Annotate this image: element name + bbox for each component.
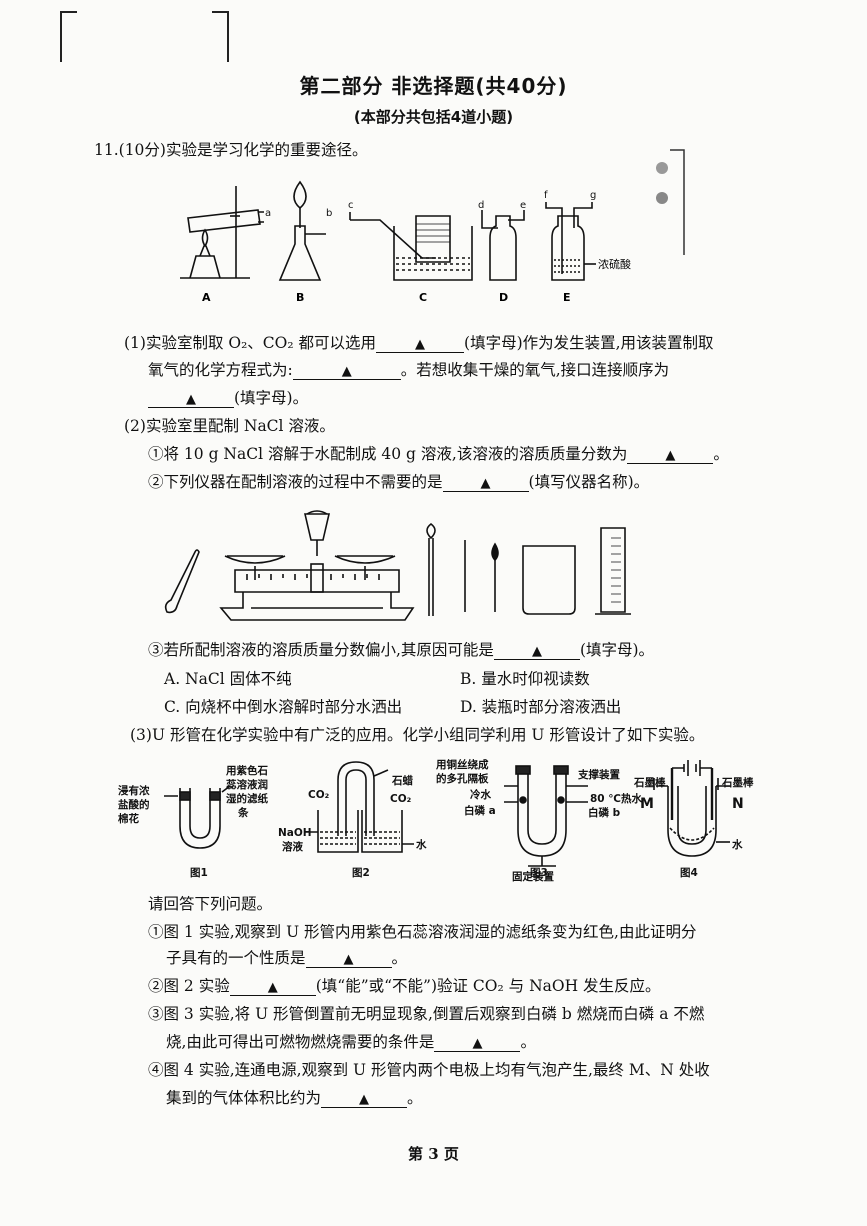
option-c: C. 向烧杯中倒水溶解时部分水洒出: [164, 698, 403, 716]
fig1-right-line-2: 蕊溶液润: [226, 778, 268, 791]
sub-q1-line-2: 子具有的一个性质是▲。: [166, 949, 408, 968]
apparatus-d-label: D: [499, 291, 508, 304]
part-2-heading: (2)实验室里配制 NaCl 溶液。: [124, 417, 335, 435]
apparatus-c-label: C: [419, 291, 427, 304]
fig2-caption: 图2: [352, 867, 370, 879]
fig3-fixed: 固定装置: [512, 870, 554, 882]
fig2-co2-left: CO₂: [308, 789, 330, 801]
instruments-figure: [164, 510, 631, 621]
fig1-right-line-4: 条: [237, 806, 249, 819]
answer-blank[interactable]: ▲: [376, 334, 465, 353]
fig2-co2-right: CO₂: [390, 793, 412, 805]
answer-blank[interactable]: ▲: [493, 641, 580, 660]
fig3-caption: 图3: [530, 867, 548, 879]
page-number: 第 3 页: [408, 1145, 459, 1163]
part-1-line-1: (1)实验室制取 O₂、CO₂ 都可以选用▲(填字母)作为发生装置,用该装置制取: [124, 334, 714, 353]
fig4-m: M: [640, 796, 654, 812]
section-title: 第二部分 非选择题(共40分): [299, 74, 568, 98]
answer-blank[interactable]: ▲: [292, 361, 401, 380]
fig3-plate-line-2: 的多孔隔板: [436, 772, 489, 785]
answer-blank[interactable]: ▲: [442, 473, 529, 492]
fig4-electrode-left: 石墨棒: [633, 776, 666, 789]
answer-blank[interactable]: ▲: [148, 389, 234, 408]
part-3-heading: (3)U 形管在化学实验中有广泛的应用。化学小组同学利用 U 形管设计了如下实验…: [130, 726, 705, 744]
port-e-label: e: [520, 200, 526, 211]
answer-blank[interactable]: ▲: [305, 949, 392, 968]
sub-q3-line-1: ③图 3 实验,将 U 形管倒置前无明显现象,倒置后观察到白磷 b 燃烧而白磷 …: [148, 1005, 705, 1023]
port-b-label: b: [326, 208, 332, 219]
fig3-support: 支撑装置: [577, 768, 620, 781]
fig3-plate-line-1: 用铜丝绕成: [435, 758, 489, 771]
port-g-label: g: [590, 190, 596, 201]
sub-q4-line-1: ④图 4 实验,连通电源,观察到 U 形管内两个电极上均有气泡产生,最终 M、N…: [148, 1061, 710, 1079]
section-subtitle: (本部分共包括4道小题): [353, 108, 514, 126]
fig3-hot: 80 ℃热水: [590, 792, 642, 805]
option-a: A. NaCl 固体不纯: [164, 670, 292, 688]
questions-prompt: 请回答下列问题。: [148, 895, 273, 913]
fig4-n: N: [732, 796, 744, 812]
fig3-cold: 冷水: [470, 788, 491, 801]
port-f-label: f: [544, 190, 548, 201]
fig4-electrode-right: 石墨棒: [721, 776, 754, 789]
answer-blank[interactable]: ▲: [321, 1089, 408, 1108]
part-2-sub-1: ①将 10 g NaCl 溶解于水配制成 40 g 溶液,该溶液的溶质质量分数为…: [148, 445, 729, 464]
fig4-water: 水: [731, 838, 743, 851]
sub-q3-line-2: 烧,由此可得出可燃物燃烧需要的条件是▲。: [166, 1033, 536, 1052]
scan-mark: [656, 149, 685, 255]
fig2-water: 水: [415, 838, 427, 851]
fig3-phosphorus-a: 白磷 a: [464, 804, 496, 817]
fig1-left-line-3: 棉花: [118, 812, 139, 825]
sub-q1-line-1: ①图 1 实验,观察到 U 形管内用紫色石蕊溶液润湿的滤纸条变为红色,由此证明分: [148, 923, 697, 941]
apparatus-b-label: B: [296, 291, 304, 304]
fig4-caption: 图4: [680, 867, 698, 879]
apparatus-figure: a b c d e f g 浓硫酸 A B C D E: [180, 180, 631, 304]
sub-q2-line: ②图 2 实验▲(填“能”或“不能”)验证 CO₂ 与 NaOH 发生反应。: [148, 977, 661, 996]
acid-label: 浓硫酸: [598, 257, 631, 271]
apparatus-e-label: E: [563, 291, 571, 304]
fig1-right-line-1: 用紫色石: [225, 764, 268, 777]
u-tube-figures: 浸有浓 盐酸的 棉花 用紫色石 蕊溶液润 湿的滤纸 条 CO₂ 石蜡 CO₂ N…: [118, 758, 754, 882]
part-1-line-3: ▲(填字母)。: [148, 388, 308, 408]
answer-blank[interactable]: ▲: [627, 445, 714, 464]
corner-bracket-mark: [60, 11, 229, 62]
part-1-line-2: 氧气的化学方程式为:▲。若想收集干燥的氧气,接口连接顺序为: [148, 361, 670, 380]
option-b: B. 量水时仰视读数: [460, 670, 590, 688]
apparatus-a-label: A: [202, 291, 211, 304]
port-a-label: a: [265, 208, 271, 219]
question-11-intro: 11.(10分)实验是学习化学的重要途径。: [94, 141, 368, 159]
fig1-right-line-3: 湿的滤纸: [226, 792, 268, 805]
fig3-phosphorus-b: 白磷 b: [588, 806, 621, 819]
answer-blank[interactable]: ▲: [229, 977, 316, 996]
port-d-label: d: [478, 200, 484, 211]
option-d: D. 装瓶时部分溶液洒出: [460, 698, 622, 716]
part-2-sub-3: ③若所配制溶液的溶质质量分数偏小,其原因可能是▲(填字母)。: [148, 641, 655, 660]
fig1-caption: 图1: [190, 867, 208, 879]
fig1-left-line-2: 盐酸的: [118, 798, 150, 811]
fig1-left-line-1: 浸有浓: [118, 784, 150, 797]
answer-blank[interactable]: ▲: [434, 1033, 521, 1052]
fig2-naoh-line-2: 溶液: [282, 840, 303, 853]
fig2-wax: 石蜡: [391, 774, 413, 787]
sub-q4-line-2: 集到的气体体积比约为▲。: [166, 1089, 423, 1108]
port-c-label: c: [348, 200, 354, 211]
part-2-sub-2: ②下列仪器在配制溶液的过程中不需要的是▲(填写仪器名称)。: [148, 473, 650, 492]
fig2-naoh-line-1: NaOH: [278, 827, 312, 839]
